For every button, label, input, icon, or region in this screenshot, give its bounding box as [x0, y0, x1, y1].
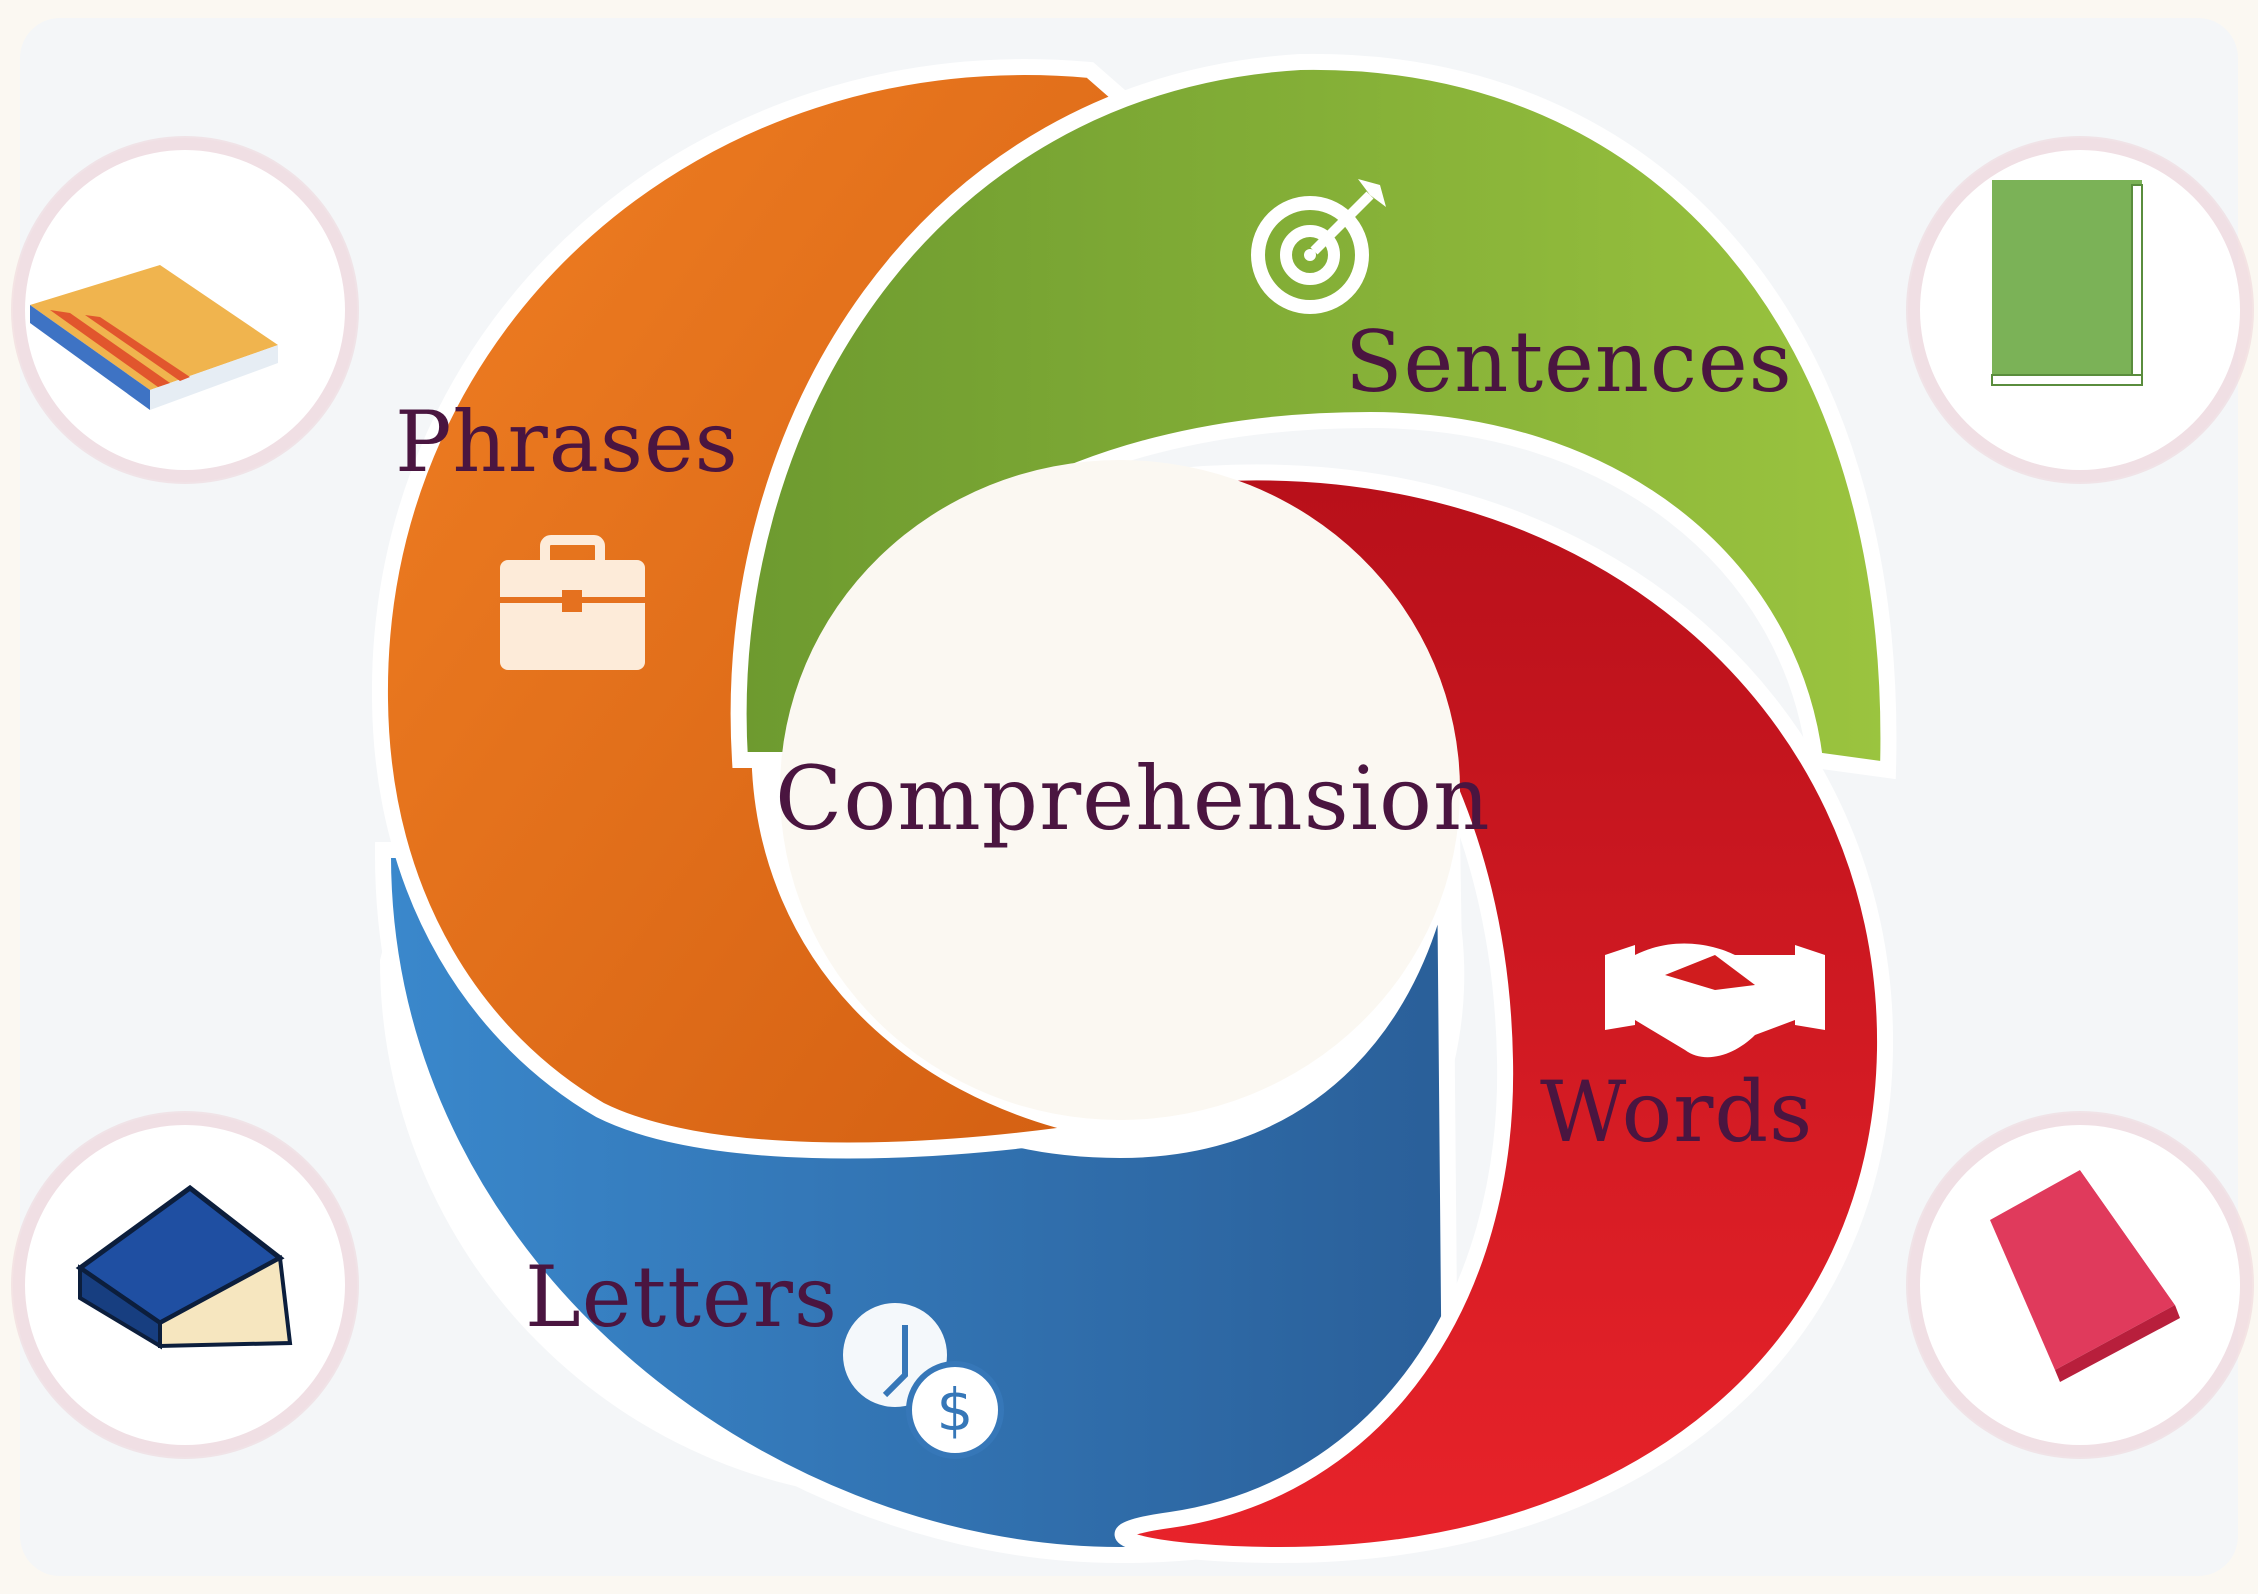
letters-label: Letters — [525, 1248, 838, 1346]
sentences-segment — [730, 53, 1897, 780]
red-book-icon — [1990, 1166, 2182, 1382]
sentences-label: Sentences — [1345, 313, 1793, 411]
target-icon — [1251, 179, 1386, 314]
phrases-label: Phrases — [395, 393, 739, 491]
words-label: Words — [1540, 1063, 1814, 1161]
blue-book-icon — [75, 1184, 293, 1350]
center-disc — [780, 460, 1460, 1120]
green-book-icon — [1991, 180, 2143, 386]
orange-book-icon — [30, 265, 278, 410]
coins-icon: $ — [843, 1303, 1004, 1459]
handshake-icon — [1605, 943, 1825, 1058]
svg-text:$: $ — [937, 1376, 974, 1444]
center-label: Comprehension — [775, 747, 1491, 850]
briefcase-icon — [500, 535, 645, 670]
words-segment — [1114, 464, 1894, 1564]
